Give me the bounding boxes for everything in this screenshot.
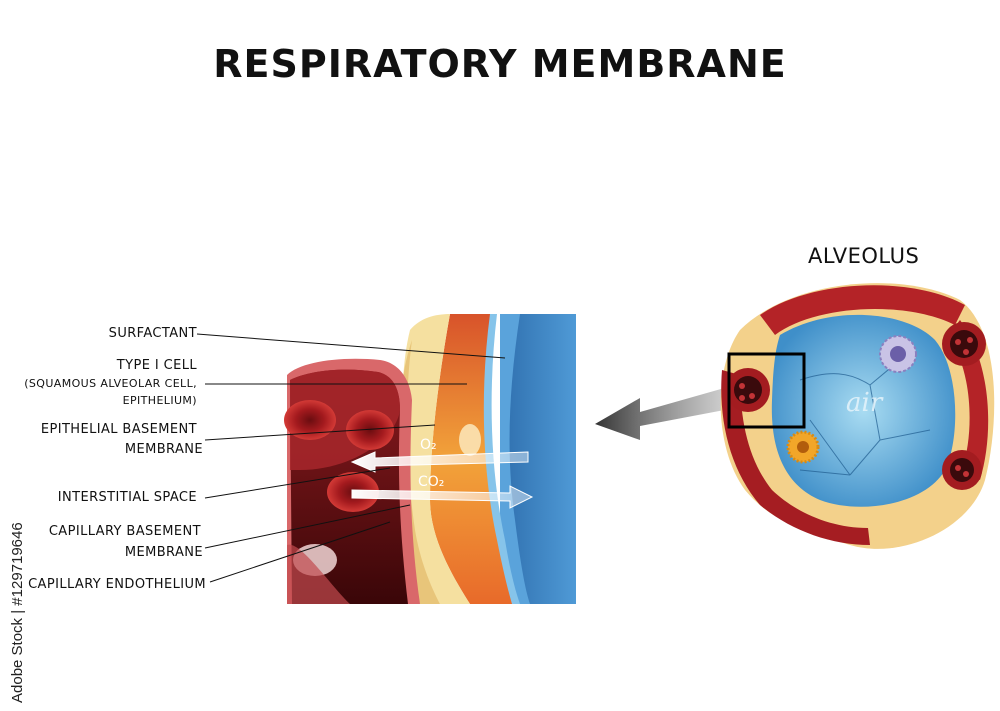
air-label: air — [846, 388, 883, 418]
label-surfactant: SURFACTANT — [108, 326, 197, 341]
watermark: Adobe Stock | #129719646 — [2, 475, 28, 705]
capillary-cross-section — [726, 368, 770, 412]
zoom-box — [727, 352, 806, 429]
zoom-arrow — [595, 385, 735, 440]
label-capillary-bm-1: CAPILLARY BASEMENT — [48, 524, 201, 539]
capillary-cross-section — [942, 450, 982, 490]
label-type1-cell: TYPE I CELL — [116, 358, 197, 373]
label-capillary-bm-2: MEMBRANE — [124, 545, 203, 560]
alveolus-illustration — [720, 283, 995, 549]
capillary-cross-section — [942, 322, 986, 366]
red-blood-cell — [346, 410, 394, 450]
label-type1-sub2: EPITHELIUM) — [122, 394, 197, 407]
co2-arrow — [351, 485, 534, 509]
watermark-text: Adobe Stock | #129719646 — [9, 522, 26, 703]
label-capillary-endo: CAPILLARY ENDOTHELIUM — [28, 577, 206, 592]
label-epithelial-bm-1: EPITHELIAL BASEMENT — [40, 422, 197, 437]
leader-surfactant — [196, 333, 506, 359]
interstitial-layer — [401, 314, 470, 604]
o2-label: O₂ — [420, 437, 437, 453]
leader-capillary-endo — [209, 521, 391, 583]
page-title: RESPIRATORY MEMBRANE — [213, 42, 787, 86]
o2-arrow — [350, 451, 529, 473]
label-type1-sub1: (SQUAMOUS ALVEOLAR CELL, — [24, 377, 197, 390]
alveolus-label: ALVEOLUS — [808, 244, 920, 268]
leader-capillary-bm — [204, 504, 411, 549]
leader-interstitial — [204, 467, 391, 499]
label-interstitial: INTERSTITIAL SPACE — [57, 490, 197, 505]
leader-epithelial-bm — [204, 424, 436, 441]
co2-label: CO₂ — [418, 474, 445, 490]
leader-lines — [196, 333, 506, 583]
label-epithelial-bm-2: MEMBRANE — [124, 442, 203, 457]
membrane-panel — [284, 314, 576, 604]
red-blood-cell — [284, 400, 336, 440]
surfactant-layer — [481, 314, 520, 604]
type1-nucleus — [459, 424, 481, 456]
